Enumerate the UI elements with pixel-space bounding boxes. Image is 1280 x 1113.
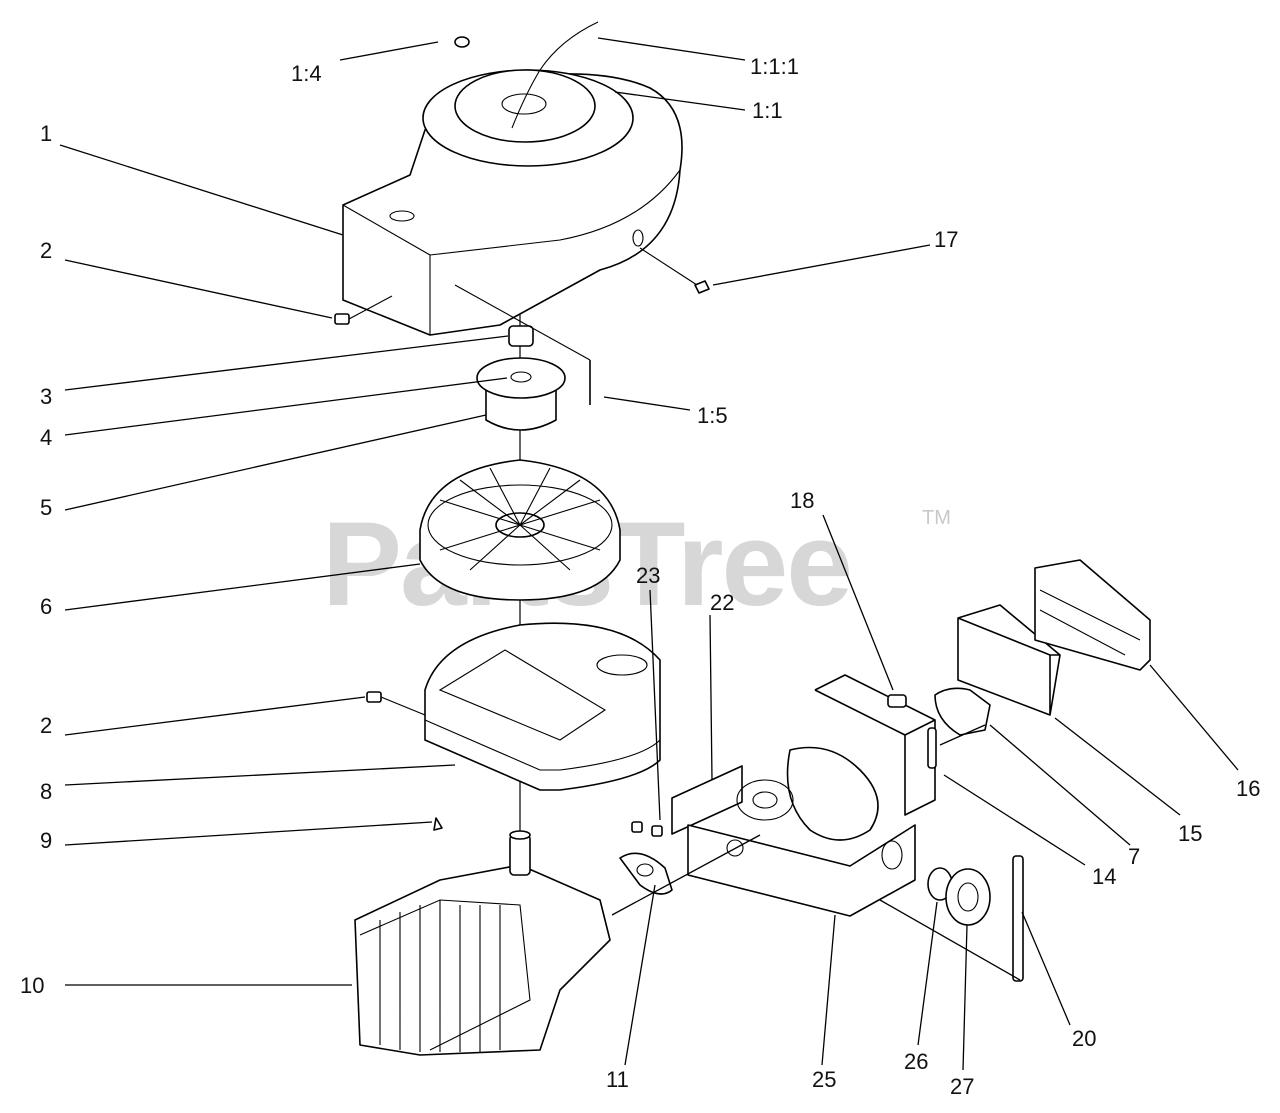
callout-2-upper: 2: [40, 238, 52, 263]
carburetor-part: [736, 674, 936, 841]
callout-26: 26: [904, 1049, 928, 1074]
callout-5: 5: [40, 495, 52, 520]
screw-part: [694, 280, 710, 294]
starter-cup-part: [476, 357, 566, 431]
filter-element-part: [957, 604, 1061, 716]
callout-15: 15: [1178, 821, 1202, 846]
callout-14: 14: [1092, 864, 1116, 889]
callout-23: 23: [636, 563, 660, 588]
spacer-part: [671, 765, 743, 835]
callout-9: 9: [40, 828, 52, 853]
knob-part: [945, 868, 991, 926]
callout-16: 16: [1236, 776, 1260, 801]
callout-4: 4: [40, 425, 52, 450]
callout-22: 22: [710, 590, 734, 615]
nut-part: [508, 325, 534, 347]
callout-27: 27: [950, 1074, 974, 1099]
watermark-trademark: TM: [922, 507, 951, 529]
callout-10: 10: [20, 973, 44, 998]
callout-20: 20: [1072, 1026, 1096, 1051]
blower-housing-part: [342, 69, 683, 336]
callout-3: 3: [40, 384, 52, 409]
key-part: [433, 817, 443, 831]
callout-11: 11: [606, 1067, 629, 1092]
gasket-part: [619, 852, 673, 895]
leader-lines: [59, 37, 1239, 1071]
rod-part: [1012, 855, 1024, 982]
screw-part: [334, 295, 393, 325]
heat-shield-part: [687, 824, 916, 917]
flywheel-part: [419, 459, 621, 601]
wire-part: [511, 21, 599, 129]
plug-part: [454, 36, 470, 48]
clip-part: [934, 687, 991, 736]
callout-1-1: 1:1: [752, 98, 783, 123]
screw-part: [366, 691, 426, 716]
callout-8: 8: [40, 779, 52, 804]
base-plate-part: [424, 622, 661, 791]
engine-block-part: [354, 830, 611, 1056]
callout-1-1-1: 1:1:1: [750, 54, 799, 79]
callout-1-5: 1:5: [697, 403, 728, 428]
callout-7: 7: [1128, 844, 1140, 869]
callout-25: 25: [812, 1067, 836, 1092]
callout-1-4: 1:4: [291, 61, 322, 86]
callout-17: 17: [934, 227, 958, 252]
callout-6: 6: [40, 594, 52, 619]
screw-part: [631, 821, 663, 837]
callout-1: 1: [40, 121, 52, 146]
callout-2-lower: 2: [40, 713, 52, 738]
bolt-part: [927, 727, 937, 769]
callout-18: 18: [790, 488, 814, 513]
filter-cover-part: [1034, 559, 1151, 671]
